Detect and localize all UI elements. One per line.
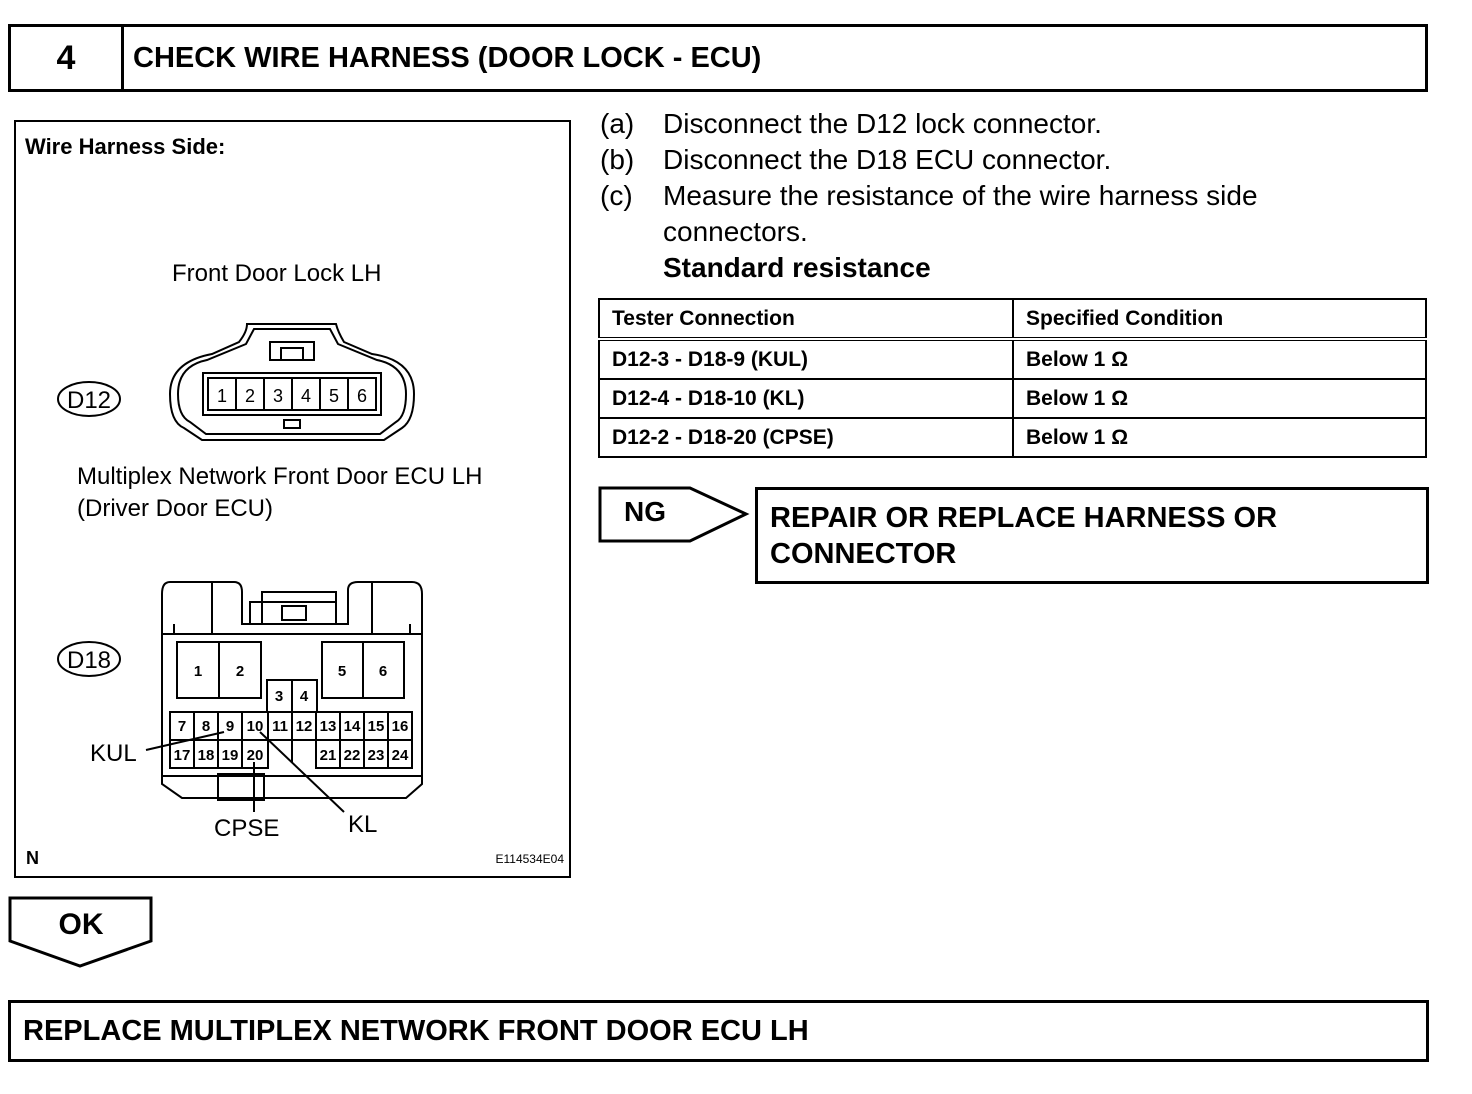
- kul-label: KUL: [90, 740, 137, 767]
- leader-lines: [145, 731, 345, 813]
- d18-pin: 22: [344, 747, 361, 764]
- table-cell: D12-3 - D18-9 (KUL): [598, 338, 1014, 380]
- d12-pin: 5: [329, 386, 339, 406]
- d12-pins: 1 2 3 4 5 6: [207, 377, 377, 411]
- connector-illustration: Wire Harness Side: Front Door Lock LH D1…: [14, 120, 571, 878]
- d18-pin: 11: [272, 718, 288, 735]
- d18-pin: 7: [178, 718, 186, 735]
- d12-connector-outline: [168, 323, 416, 441]
- d18-pin: 1: [194, 663, 202, 680]
- instruction-text: Disconnect the D12 lock connector.: [663, 108, 1102, 139]
- kl-label: KL: [348, 811, 377, 838]
- step-header: 4 CHECK WIRE HARNESS (DOOR LOCK - ECU): [8, 24, 1428, 92]
- ok-arrow-tag: [8, 896, 153, 968]
- d18-pin: 20: [247, 747, 264, 764]
- d18-pin: 21: [320, 747, 337, 764]
- d18-pin: 6: [379, 663, 387, 680]
- instruction-letter: (c): [600, 180, 633, 211]
- d18-pins: [169, 641, 413, 769]
- d18-pin: 2: [236, 663, 244, 680]
- ng-label: NG: [624, 496, 666, 527]
- ng-result-box: REPAIR OR REPLACE HARNESS OR CONNECTOR: [755, 487, 1429, 584]
- d12-connector-name: Front Door Lock LH: [172, 260, 381, 287]
- d18-pin: 23: [368, 747, 385, 764]
- illustration-caption: Wire Harness Side:: [25, 134, 225, 159]
- d12-code-badge: [57, 381, 121, 417]
- corner-letter: N: [26, 848, 39, 868]
- ng-result-line: CONNECTOR: [770, 538, 957, 570]
- step-title: CHECK WIRE HARNESS (DOOR LOCK - ECU): [133, 41, 762, 74]
- d12-pin: 2: [245, 386, 255, 406]
- ng-arrow-tag: [598, 486, 750, 543]
- d18-pin: 24: [392, 747, 409, 764]
- instruction-text: Disconnect the D18 ECU connector.: [663, 144, 1112, 175]
- d18-pin: 12: [296, 718, 313, 735]
- table-cell: Below 1 Ω: [1012, 338, 1427, 380]
- d18-pin: 19: [222, 747, 239, 764]
- instruction-text: Measure the resistance of the wire harne…: [663, 180, 1258, 211]
- table-row: D12-4 - D18-10 (KL) Below 1 Ω: [598, 378, 1427, 419]
- table-row: D12-3 - D18-9 (KUL) Below 1 Ω: [598, 338, 1427, 380]
- d18-pin: 15: [368, 718, 385, 735]
- d18-pin-numbers: 1 2 5 6 3 4 7 8 9 10 11 12 13 14 15 16 1…: [174, 663, 409, 764]
- d18-pin: 18: [198, 747, 215, 764]
- d18-code-badge: [57, 641, 121, 677]
- instruction-letter: (a): [600, 108, 635, 139]
- d12-code: D12: [67, 387, 111, 414]
- cpse-label: CPSE: [214, 815, 279, 842]
- table-row: D12-2 - D18-20 (CPSE) Below 1 Ω: [598, 417, 1427, 458]
- d18-pin: 3: [275, 688, 283, 705]
- d18-pin: 14: [344, 718, 361, 735]
- table-cell: Below 1 Ω: [1012, 378, 1427, 419]
- table-header: Tester Connection: [598, 298, 1014, 341]
- ng-result-line: REPAIR OR REPLACE HARNESS OR: [770, 502, 1278, 534]
- d18-pin: 9: [226, 718, 234, 735]
- d12-pin: 6: [357, 386, 367, 406]
- table-cell: D12-4 - D18-10 (KL): [598, 378, 1014, 419]
- standard-resistance-label: Standard resistance: [663, 252, 931, 283]
- final-step-box: REPLACE MULTIPLEX NETWORK FRONT DOOR ECU…: [8, 1000, 1429, 1062]
- d18-pin: 5: [338, 663, 346, 680]
- d18-pin: 16: [392, 718, 409, 735]
- d12-pin: 3: [273, 386, 283, 406]
- d18-pin: 13: [320, 718, 337, 735]
- d18-pin: 10: [247, 718, 264, 735]
- ok-label: OK: [58, 908, 104, 941]
- spec-table: Tester Connection Specified Condition D1…: [598, 298, 1427, 458]
- instruction-text: connectors.: [663, 216, 808, 247]
- table-header-row: Tester Connection Specified Condition: [598, 298, 1427, 341]
- instruction-letter: (b): [600, 144, 635, 175]
- d18-connector-name: Multiplex Network Front Door ECU LH: [77, 463, 482, 490]
- d12-pin: 4: [301, 386, 311, 406]
- d18-pin: 17: [174, 747, 191, 764]
- d18-pin: 8: [202, 718, 210, 735]
- table-header: Specified Condition: [1012, 298, 1427, 341]
- table-cell: D12-2 - D18-20 (CPSE): [598, 417, 1014, 458]
- table-cell: Below 1 Ω: [1012, 417, 1427, 458]
- d18-connector-outline: [161, 581, 423, 801]
- step-number: 4: [11, 27, 124, 89]
- d12-pin: 1: [217, 386, 227, 406]
- figure-id: E114534E04: [495, 852, 564, 866]
- d18-pin: 4: [300, 688, 309, 705]
- d18-connector-subname: (Driver Door ECU): [77, 495, 273, 522]
- d18-code: D18: [67, 647, 111, 674]
